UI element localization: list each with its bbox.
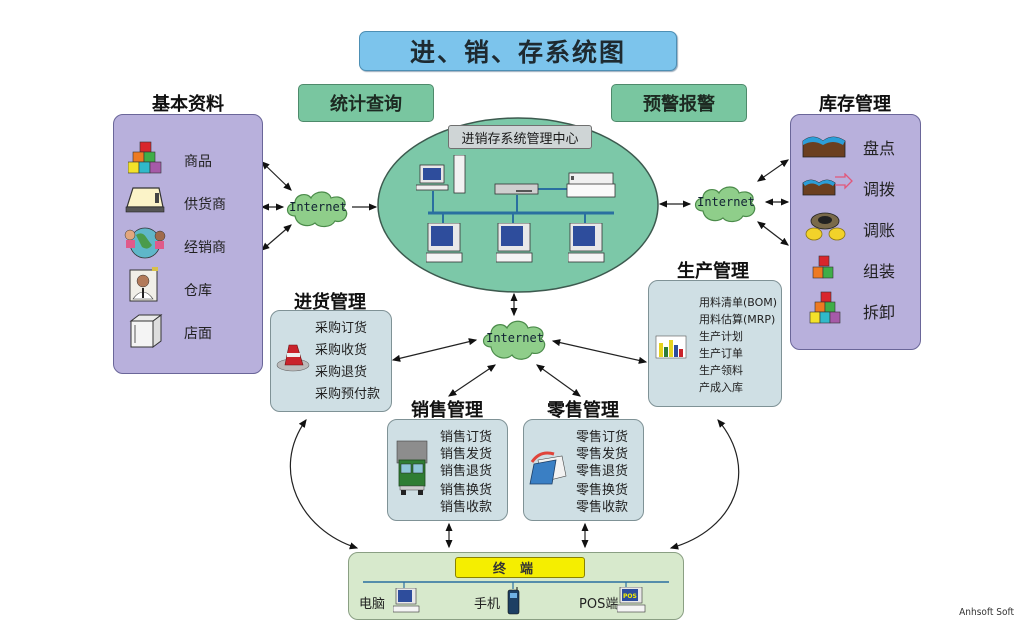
production-item[interactable]: 用料清单(BOM) [699,296,778,309]
truck-icon [396,440,428,495]
stats-query-button[interactable]: 统计查询 [298,84,434,122]
purchase-mgmt-title: 进货管理 [294,292,366,313]
management-center-label: 进销存系统管理中心 [448,125,592,149]
purchase-mgmt-panel: 采购订货 采购收货 采购退货 采购预付款 [270,310,392,412]
internet-cloud-middle: Internet [479,315,551,363]
purchase-item[interactable]: 采购订货 [315,321,368,336]
person-portrait-icon [129,267,158,302]
internet-label-middle: Internet [486,331,544,345]
internet-label-left: Internet [289,200,347,214]
sales-item[interactable]: 销售收款 [440,500,493,515]
purchase-item[interactable]: 采购预付款 [315,387,381,402]
small-blocks-icon [812,255,834,279]
basic-data-title: 基本资料 [152,94,224,115]
retail-item[interactable]: 零售换货 [576,483,629,498]
globe-people-icon [124,227,166,259]
server-workstation-icon [416,155,466,194]
printer-icon [566,172,616,198]
brand-watermark: Anhsoft Soft [959,607,1014,618]
computer-icon [393,588,420,613]
terminal-device-phone[interactable]: 手机 [474,597,501,612]
scanner-icon [125,187,165,213]
diagram-title: 进、销、存系统图 [359,31,677,71]
basic-item-store[interactable]: 店面 [184,326,212,342]
sales-item[interactable]: 销售发货 [440,447,493,462]
production-item[interactable]: 生产计划 [699,330,743,343]
blocks-icon [128,141,162,174]
basic-item-goods[interactable]: 商品 [184,154,212,170]
warehouse-icon [802,136,846,158]
basic-item-distributor[interactable]: 经销商 [184,240,226,256]
purchase-item[interactable]: 采购收货 [315,343,368,358]
internet-cloud-left: Internet [283,186,353,230]
computer-icon [426,223,463,263]
inventory-mgmt-title: 库存管理 [819,94,891,115]
retail-item[interactable]: 零售订货 [576,430,629,445]
terminal-device-pc[interactable]: 电脑 [359,597,386,612]
inventory-item-adjust[interactable]: 调账 [863,221,896,240]
retail-item[interactable]: 零售收款 [576,500,629,515]
sales-item[interactable]: 销售订货 [440,430,493,445]
basic-item-supplier[interactable]: 供货商 [184,197,226,213]
retail-item[interactable]: 零售发货 [576,447,629,462]
svg-text:POS: POS [623,593,637,600]
retail-mgmt-title: 零售管理 [547,400,619,421]
sales-mgmt-title: 销售管理 [411,400,483,421]
inventory-mgmt-panel: 盘点 调拨 调账 组装 拆卸 [790,114,921,350]
sales-item[interactable]: 销售退货 [440,464,493,479]
inventory-item-disassemble[interactable]: 拆卸 [863,303,896,322]
terminal-device-pos[interactable]: POS端 [579,597,619,612]
retail-item[interactable]: 零售退货 [576,464,629,479]
production-mgmt-title: 生产管理 [677,261,749,282]
terminal-title: 终端 [455,557,585,578]
cloud-icon [482,320,546,360]
inventory-item-stocktake[interactable]: 盘点 [863,139,896,158]
computer-icon [568,223,605,263]
cloud-icon [286,191,348,228]
sales-mgmt-panel: 销售订货 销售发货 销售退货 销售换货 销售收款 [387,419,508,521]
folder-refresh-icon [529,451,567,485]
management-center [376,115,660,295]
blocks-icon [809,291,841,324]
production-item[interactable]: 生产订单 [699,347,743,360]
basic-data-panel: 商品 供货商 经销商 仓库 店面 [113,114,263,374]
internet-cloud-right: Internet [691,181,761,225]
internet-label-right: Internet [697,195,755,209]
box-icon [129,314,163,348]
retail-mgmt-panel: 零售订货 零售发货 零售退货 零售换货 零售收款 [523,419,644,521]
production-mgmt-panel: 用料清单(BOM) 用料估算(MRP) 生产计划 生产订单 生产领料 产成入库 [648,280,782,407]
production-item[interactable]: 用料估算(MRP) [699,313,776,326]
computer-icon [496,223,533,263]
warehouse-transfer-icon [802,173,853,196]
network-switch-icon [494,183,539,195]
pos-terminal-icon: POS [617,587,646,613]
sales-item[interactable]: 销售换货 [440,483,493,498]
coins-icon [805,212,846,241]
cloud-icon [694,186,756,223]
purchase-item[interactable]: 采购退货 [315,365,368,380]
production-item[interactable]: 生产领料 [699,364,743,377]
cone-icon [276,344,310,372]
terminal-network-line [363,581,669,589]
inventory-item-assemble[interactable]: 组装 [863,262,896,281]
production-item[interactable]: 产成入库 [699,381,743,394]
basic-item-warehouse[interactable]: 仓库 [184,283,212,299]
bar-chart-icon [655,335,687,359]
mobile-phone-icon [507,587,520,615]
inventory-item-transfer[interactable]: 调拨 [863,180,896,199]
alert-warning-button[interactable]: 预警报警 [611,84,747,122]
